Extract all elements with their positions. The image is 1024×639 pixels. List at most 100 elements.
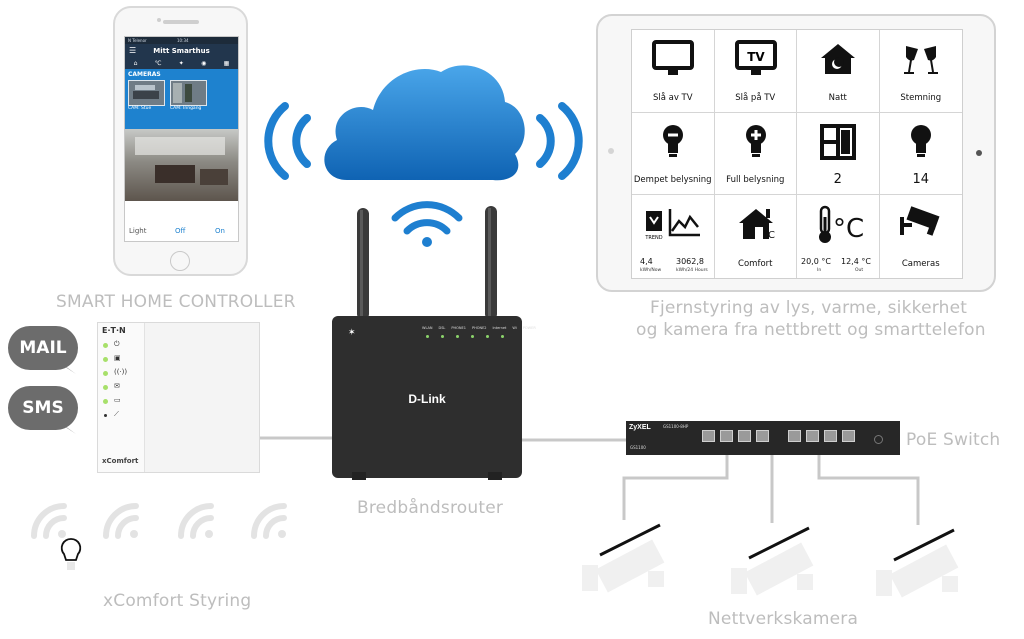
light-label: Light — [129, 227, 147, 235]
tile-tv-off[interactable]: Slå av TV — [632, 30, 715, 113]
light-on-button[interactable]: On — [215, 227, 225, 235]
tablet-caption-line1: Fjernstyring av lys, varme, sikkerhet — [650, 298, 968, 318]
broadband-router: ✶ WLAN DSL PHONE1 PHONE2 Internet Wi POW… — [332, 316, 536, 478]
camera-icon[interactable]: ◉ — [201, 60, 207, 67]
switch-port-6[interactable] — [806, 430, 819, 442]
phone-speaker — [163, 20, 199, 24]
hamburger-menu-icon[interactable]: ☰ — [129, 46, 137, 55]
tile-tv-on[interactable]: TV Slå på TV — [714, 30, 797, 113]
tile-comfort[interactable]: °C Comfort — [715, 195, 797, 278]
bulb-plus-icon — [745, 124, 766, 157]
switch-port-2[interactable] — [720, 430, 733, 442]
battery-icon: ▭ — [114, 396, 121, 404]
temperature-icon[interactable]: ℃ — [154, 60, 162, 67]
tablet-home-button[interactable] — [976, 150, 982, 156]
wifi-left-icon — [264, 102, 311, 180]
wireless-led — [103, 371, 108, 376]
tablet-screen: Slå av TV TV Slå på TV Natt Stemning Dem… — [631, 29, 963, 279]
mail-bubble-tail — [58, 362, 76, 374]
poe-switch: ZyXEL GS1100 GS1100-8HP — [626, 421, 900, 455]
tile-label: Comfort — [738, 258, 773, 269]
tile-temperature[interactable]: °C 20,0 °C In 12,4 °C Out — [797, 195, 880, 278]
home-icon[interactable]: ⌂ — [133, 60, 138, 67]
thermometer-icon: °C — [819, 206, 864, 244]
phone-status-bar: N Telenor 10:34 — [125, 37, 238, 44]
wifi-right-icon — [536, 102, 583, 180]
tile-label: Stemning — [900, 92, 942, 103]
tile-night[interactable]: Natt — [797, 30, 880, 113]
network-camera-2-icon — [731, 526, 814, 596]
zyxel-logo: ZyXEL — [629, 424, 651, 431]
tile-energy-trend[interactable]: TREND 4,4 kWh/Now 3062,8 kWh/24 Hours — [632, 195, 715, 278]
tile-dim-lights[interactable]: Dempet belysning — [632, 112, 715, 196]
xcomfort-wifi-2-icon — [103, 503, 139, 539]
camera-label-inngang: CAM: Inngang — [170, 106, 202, 111]
light-bulb-icon — [60, 538, 82, 570]
router-antenna-right — [485, 206, 497, 320]
tile-windows[interactable]: 2 — [797, 112, 880, 196]
switch-port-3[interactable] — [738, 430, 751, 442]
tile-lights-count[interactable]: 14 — [879, 113, 962, 196]
tile-value: 2 — [833, 172, 842, 188]
phone-app-title: Mitt Smarthus — [153, 47, 210, 55]
led-label-wi: Wi — [512, 326, 517, 330]
runner-icon[interactable]: ✦ — [178, 60, 184, 67]
xcomfort-model-label: xComfort — [102, 457, 139, 465]
router-status-leds — [426, 335, 504, 338]
trend-icon: TREND — [644, 209, 700, 241]
tile-mood[interactable]: Stemning — [879, 30, 962, 113]
phone-title-bar: ☰ Mitt Smarthus — [125, 44, 238, 58]
energy-24h-value: 3062,8 — [676, 256, 704, 266]
switch-port-8[interactable] — [842, 430, 855, 442]
wifi-router-icon — [391, 201, 463, 247]
poe-switch-label: PoE Switch — [906, 430, 1001, 450]
phone-home-button[interactable] — [170, 251, 190, 271]
tile-label: Slå av TV — [652, 92, 693, 103]
tv-icon: TV — [734, 40, 777, 75]
router-label: Bredbåndsrouter — [357, 498, 504, 518]
wireless-icon: ((·)) — [114, 368, 128, 376]
switch-power-button[interactable] — [874, 435, 883, 444]
mail-led — [103, 385, 108, 390]
comfort-icon-text: °C — [763, 230, 775, 241]
comfort-house-icon: °C — [738, 209, 775, 241]
reset-pin-icon: ⟋ — [114, 410, 119, 418]
trend-icon-text: TREND — [644, 235, 662, 241]
router-stand-right — [488, 472, 502, 480]
light-off-button[interactable]: Off — [175, 227, 186, 235]
switch-model-label: GS1100-8HP — [663, 424, 689, 429]
tile-label: Cameras — [901, 258, 940, 269]
wine-glasses-icon — [903, 46, 938, 74]
envelope-icon: ✉ — [114, 382, 120, 390]
switch-port-7[interactable] — [824, 430, 837, 442]
led-label-internet: Internet — [492, 326, 507, 330]
telenor-logo-icon: ✶ — [348, 328, 356, 338]
temperature-out-label: Out — [855, 267, 864, 273]
sms-label: SMS — [22, 398, 64, 418]
led-label-phone1: PHONE1 — [451, 326, 466, 330]
reset-hole — [104, 414, 107, 417]
cameras-section-title: CAMERAS — [128, 71, 161, 78]
switch-port-1[interactable] — [702, 430, 715, 442]
tablet-camera-icon — [608, 148, 614, 154]
phone-toolbar: ⌂ ℃ ✦ ◉ ▦ — [125, 58, 238, 69]
grid-icon[interactable]: ▦ — [223, 60, 230, 67]
led-label-phone2: PHONE2 — [471, 326, 487, 330]
xcomfort-wifi-3-icon — [178, 503, 214, 539]
camera-thumbnail-inngang[interactable] — [170, 80, 207, 106]
xcomfort-styring-label: xComfort Styring — [103, 591, 252, 611]
switch-port-4[interactable] — [756, 430, 769, 442]
tile-full-lights[interactable]: Full belysning — [714, 112, 797, 196]
tablet-caption-line2: og kamera fra nettbrett og smarttelefon — [636, 320, 986, 340]
camera-thumbnail-stue[interactable] — [128, 80, 165, 106]
router-led-labels: WLAN DSL PHONE1 PHONE2 Internet Wi POWER — [422, 326, 536, 330]
switch-port-5[interactable] — [788, 430, 801, 442]
cloud-icon — [324, 65, 525, 181]
camera-live-view[interactable] — [125, 129, 238, 201]
router-antenna-left — [357, 208, 369, 320]
led-label-dsl: DSL — [438, 326, 446, 330]
network-icon: ▣ — [114, 354, 121, 362]
tile-cameras[interactable]: Cameras — [880, 195, 963, 278]
xcomfort-wifi-4-icon — [251, 503, 287, 539]
